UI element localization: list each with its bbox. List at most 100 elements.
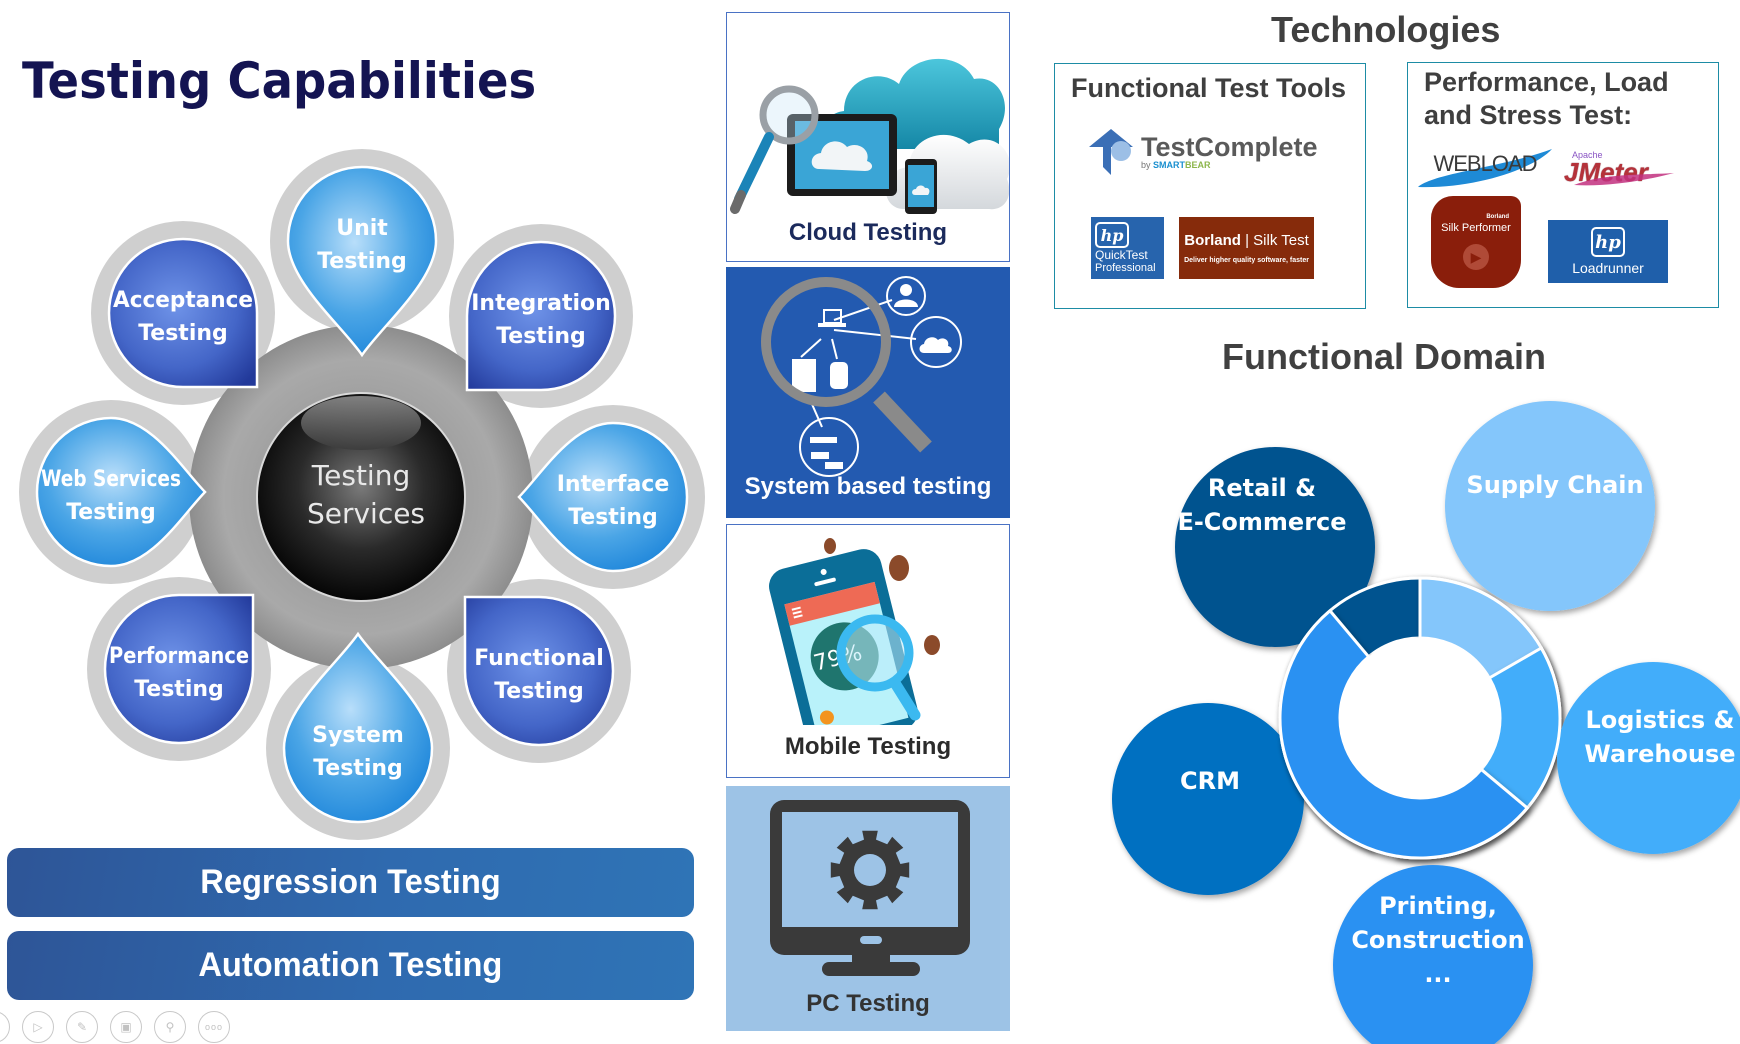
smartbear-brand-a: SMART bbox=[1153, 160, 1186, 170]
system-based-testing-label: System based testing bbox=[744, 473, 992, 500]
domain-circle-logistics bbox=[1557, 662, 1740, 854]
play-button[interactable]: ▷ bbox=[22, 1011, 54, 1043]
magnifier-icon bbox=[761, 277, 932, 453]
silk-test-logo: Borland | Silk Test Deliver higher quali… bbox=[1179, 217, 1314, 279]
domain-label-logistics-line2: Warehouse bbox=[1584, 740, 1735, 768]
server-box-icon bbox=[792, 359, 816, 392]
mobile-testing-card: 79% Mobile Testing bbox=[726, 524, 1010, 778]
qtp-line1: QuickTest bbox=[1095, 248, 1148, 262]
petal-label-acceptance-line2: Testing bbox=[138, 321, 228, 346]
domain-label-supply-chain-line1: Supply Chain bbox=[1466, 471, 1643, 499]
mobile-testing-illustration: 79% bbox=[769, 538, 940, 725]
functional-test-tools-box: Functional Test Tools TestComplete by SM… bbox=[1054, 63, 1366, 309]
database-icon bbox=[830, 362, 848, 389]
hub-center bbox=[256, 392, 466, 602]
domain-printing bbox=[1278, 608, 1533, 1044]
domain-label-printing-line1: Printing, bbox=[1379, 892, 1497, 920]
cloud-node-icon bbox=[910, 316, 962, 368]
silk-performer-brand: Borland bbox=[1486, 214, 1509, 220]
domain-circle-printing bbox=[1333, 865, 1533, 1044]
testing-capabilities-wheel: UnitTestingAcceptanceTestingIntegrationT… bbox=[19, 149, 705, 840]
regression-testing-label: Regression Testing bbox=[200, 863, 501, 901]
play-icon: ▷ bbox=[33, 1020, 43, 1034]
silk-performer-logo: Borland Silk Performer ▶ bbox=[1431, 196, 1521, 288]
petal-label-functional-line1: Functional bbox=[474, 646, 604, 671]
domain-circle-retail bbox=[1175, 447, 1375, 647]
petal-shape-interface bbox=[517, 421, 689, 573]
performance-tools-title-line2: and Stress Test: bbox=[1424, 100, 1633, 130]
testcomplete-logo: TestComplete by SMARTBEAR bbox=[1085, 127, 1325, 177]
testcomplete-name: TestComplete bbox=[1141, 132, 1318, 162]
borland-brand: Borland bbox=[1184, 232, 1241, 249]
slides-grid-button[interactable]: ▣ bbox=[110, 1011, 142, 1043]
petal-label-functional-line2: Testing bbox=[494, 679, 584, 704]
technologies-heading: Technologies bbox=[1271, 9, 1501, 50]
domain-label-retail-line1: Retail & bbox=[1208, 474, 1316, 502]
hp-logo-icon: hp bbox=[1591, 227, 1625, 257]
silk-test-tagline: Deliver higher quality software, faster bbox=[1184, 257, 1309, 264]
performance-tools-title: Performance, Load and Stress Test: bbox=[1424, 66, 1669, 132]
jmeter-apache-prefix: Apache bbox=[1572, 150, 1603, 160]
gear-icon bbox=[830, 830, 910, 910]
pc-testing-label: PC Testing bbox=[806, 990, 930, 1017]
qtp-line2: Professional bbox=[1095, 262, 1156, 274]
loadrunner-name: Loadrunner bbox=[1572, 260, 1644, 276]
petal-shape-system bbox=[282, 631, 434, 824]
hub-gloss bbox=[301, 396, 421, 450]
petal-label-system-line2: Testing bbox=[313, 756, 403, 781]
petal-shape-functional bbox=[463, 595, 615, 747]
petal-label-performance-line2: Testing bbox=[134, 677, 224, 702]
zoom-icon: ⚲ bbox=[165, 1020, 175, 1034]
domain-circle-supply-chain bbox=[1445, 401, 1655, 611]
page-title: Testing Capabilities bbox=[22, 52, 537, 110]
more-button[interactable]: ooo bbox=[198, 1011, 230, 1043]
play-icon: ▶ bbox=[1463, 244, 1489, 270]
testcomplete-icon bbox=[1089, 129, 1133, 175]
petal-shape-integration bbox=[465, 240, 617, 392]
zoom-button[interactable]: ⚲ bbox=[154, 1011, 186, 1043]
mobile-testing-label: Mobile Testing bbox=[784, 733, 952, 760]
functional-domain-heading: Functional Domain bbox=[1222, 336, 1546, 377]
bug-icons bbox=[824, 538, 940, 655]
magnifier-icon bbox=[730, 85, 819, 214]
petal-label-web-services-line1: Web Services bbox=[41, 467, 181, 492]
gear-shape bbox=[830, 830, 910, 910]
petal-label-integration-line2: Testing bbox=[496, 324, 586, 349]
regression-testing-bar: Regression Testing bbox=[7, 848, 694, 917]
domain-swirl-printing bbox=[1278, 608, 1530, 860]
domain-label-printing-line2: Construction bbox=[1351, 926, 1524, 954]
apache-feather-icon bbox=[1574, 173, 1674, 186]
cloud-testing-illustration bbox=[730, 58, 1009, 214]
petal-label-unit-line1: Unit bbox=[336, 216, 388, 241]
testcomplete-byline-prefix: by bbox=[1141, 160, 1151, 170]
pc-testing-card: PC Testing bbox=[726, 786, 1010, 1031]
petal-label-integration-line1: Integration bbox=[471, 291, 611, 316]
pen-icon: ✎ bbox=[76, 1020, 88, 1034]
petal-label-system-line1: System bbox=[312, 723, 404, 748]
petal-label-unit-line2: Testing bbox=[317, 249, 407, 274]
webload-logo: WEBLOAD bbox=[1414, 143, 1556, 195]
domain-label-printing-line3: ... bbox=[1424, 960, 1451, 988]
user-node-icon bbox=[886, 276, 926, 316]
domain-center-hole bbox=[1340, 638, 1500, 798]
jmeter-logo: Apache JMeter bbox=[1564, 141, 1676, 193]
previous-button[interactable] bbox=[0, 1011, 10, 1043]
system-testing-illustration bbox=[761, 276, 962, 477]
petal-shape-performance bbox=[103, 593, 255, 745]
domain-label-retail-line2: E-Commerce bbox=[1177, 508, 1346, 536]
loadrunner-logo: hp Loadrunner bbox=[1548, 220, 1668, 283]
petal-label-performance-line1: Performance bbox=[109, 644, 249, 669]
petal-label-interface-line2: Testing bbox=[568, 505, 658, 530]
pen-button[interactable]: ✎ bbox=[66, 1011, 98, 1043]
webload-name: WEBLOAD bbox=[1433, 151, 1537, 176]
petal-shape-acceptance bbox=[107, 237, 259, 389]
slides-grid-icon: ▣ bbox=[120, 1020, 132, 1034]
quicktest-professional-logo: hp QuickTest Professional bbox=[1091, 217, 1164, 279]
server-node-icon bbox=[799, 417, 859, 477]
hub-label-line1: Testing bbox=[311, 459, 410, 492]
